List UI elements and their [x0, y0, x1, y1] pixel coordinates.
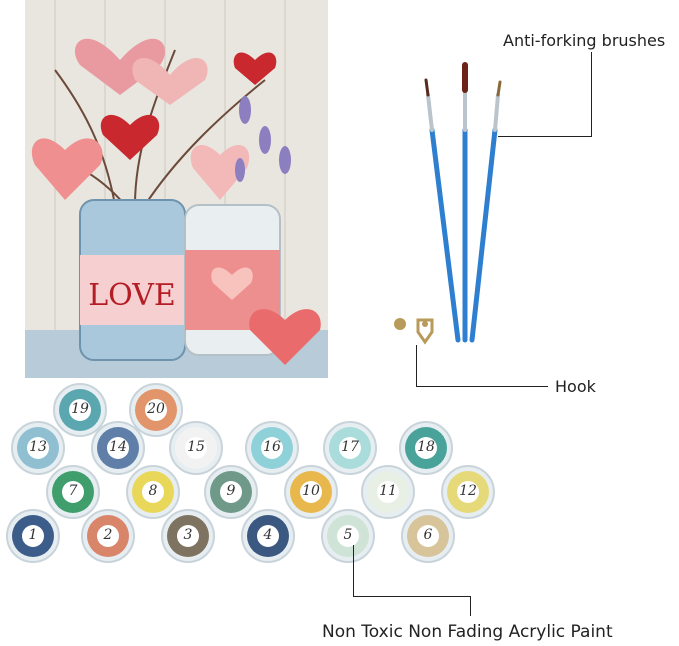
paint-pot-number: 3 [183, 527, 193, 543]
paint-pot-number: 19 [71, 401, 89, 417]
paint-pot-3: 3 [160, 508, 216, 564]
paint-pot-number: 17 [341, 439, 359, 455]
paint-pot-number: 18 [417, 439, 435, 455]
artwork-image: LOVE [25, 0, 328, 378]
paint-pot-6: 6 [400, 508, 456, 564]
brushes-image [424, 62, 502, 343]
paint-pot-16: 16 [244, 420, 300, 476]
paint-pot-7: 7 [45, 464, 101, 520]
brushes-leader-horizontal [498, 136, 592, 137]
paint-pot-number: 5 [343, 527, 353, 543]
paint-pot-number: 16 [263, 439, 281, 455]
paint-leader-down [470, 596, 471, 616]
heart-plaid [74, 38, 166, 95]
paint-pot-number: 4 [263, 527, 273, 543]
paint-pot-1: 1 [5, 508, 61, 564]
brushes-leader-vertical [591, 52, 592, 136]
paint-pot-8: 8 [125, 464, 181, 520]
paint-pot-17: 17 [322, 420, 378, 476]
brushes-label: Anti-forking brushes [503, 31, 666, 50]
paint-pot-number: 11 [379, 483, 397, 499]
paint-pot-18: 18 [398, 420, 454, 476]
hook-label: Hook [555, 377, 596, 396]
paint-pot-4: 4 [240, 508, 296, 564]
paint-pot-2: 2 [80, 508, 136, 564]
paint-pot-number: 15 [187, 439, 205, 455]
paint-pot-10: 10 [283, 464, 339, 520]
paint-pot-number: 20 [147, 401, 165, 417]
paint-pot-number: 13 [29, 439, 47, 455]
paint-leader-vertical [353, 545, 354, 597]
paint-pot-20: 20 [128, 382, 184, 438]
paint-pot-number: 1 [28, 527, 38, 543]
paint-pot-number: 7 [68, 483, 78, 499]
hook-leader-vertical [416, 345, 417, 387]
paint-pot-number: 14 [109, 439, 127, 455]
paint-pot-number: 2 [103, 527, 113, 543]
hook-image [394, 318, 434, 345]
paint-pot-number: 6 [423, 527, 433, 543]
paint-leader-horizontal [353, 596, 470, 597]
paint-pot-12: 12 [440, 464, 496, 520]
hook-leader-horizontal [416, 386, 548, 387]
paint-pot-19: 19 [52, 382, 108, 438]
paint-pot-11: 11 [360, 464, 416, 520]
paint-pot-number: 10 [302, 483, 320, 499]
paint-pot-14: 14 [90, 420, 146, 476]
paint-pot-9: 9 [203, 464, 259, 520]
paint-pot-15: 15 [168, 420, 224, 476]
paint-pot-5: 5 [320, 508, 376, 564]
paint-pot-number: 12 [459, 483, 477, 499]
paint-pot-number: 8 [148, 483, 158, 499]
jar-love-text: LOVE [88, 278, 176, 313]
paint-pot-13: 13 [10, 420, 66, 476]
paint-label: Non Toxic Non Fading Acrylic Paint [322, 622, 613, 642]
paint-pot-number: 9 [226, 483, 236, 499]
